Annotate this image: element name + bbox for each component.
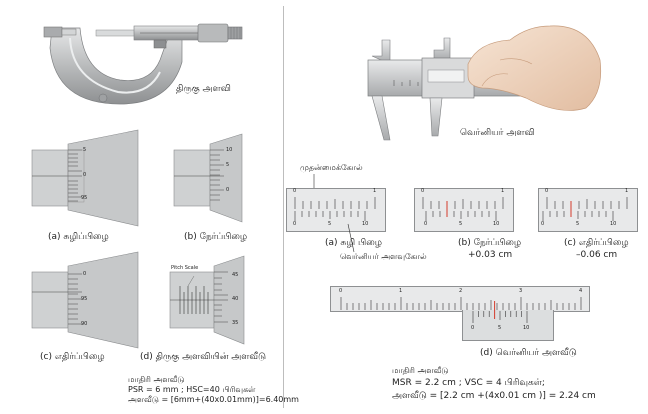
thimble-view-a (31, 129, 139, 227)
thimble-a-tick-mid: 0 (83, 172, 87, 178)
caption-b-positive-error: (b) நேர்ப்பிழை (184, 232, 248, 242)
micrometer-illustration (43, 23, 243, 105)
micrometer-caption: திருகு அளவி (176, 84, 231, 94)
scale-b-vern-5: 5 (459, 221, 463, 227)
scale-c-main-0: 0 (545, 188, 549, 194)
vernier-scale-d-ticks (340, 297, 582, 323)
vernier-caliper-illustration (367, 25, 602, 141)
scale-c-main-1: 1 (625, 188, 629, 194)
thimble-view-d (169, 255, 245, 345)
right-example-line1: MSR = 2.2 cm ; VSC = 4 பிரிவுகள்; (392, 378, 545, 388)
left-example-line1: PSR = 6 mm ; HSC=40 பிரிவுகள் (128, 385, 256, 394)
scale-b-main-1: 1 (501, 188, 505, 194)
left-example-line2: அளவீடு = [6mm+(40x0.01mm)]=6.40mm (128, 395, 299, 404)
vernier-scale-c-ticks (542, 197, 628, 221)
vernier-scale-label: வெர்னியர் அளவுகோல் (340, 252, 427, 261)
caption-vernier-c-value: –0.06 cm (576, 250, 618, 260)
caption-vernier-d: (d) வெர்னியர் அளவீடு (480, 348, 577, 358)
scale-d-vern-10: 10 (523, 325, 530, 331)
scale-d-main-0: 0 (339, 288, 343, 294)
thimble-d-tick-mid: 40 (232, 296, 239, 302)
right-example-title: மாதிரி அளவீடு (392, 366, 449, 375)
scale-d-main-1: 1 (399, 288, 403, 294)
caption-a-zero-error: (a) சுழிப்பிழை (48, 232, 109, 242)
scale-d-main-4: 4 (579, 288, 583, 294)
scale-a-main-1: 1 (373, 188, 377, 194)
caption-d-micrometer-reading: (d) திருகு அளவியின் அளவீடு (140, 352, 267, 362)
caption-vernier-b-value: +0.03 cm (468, 250, 513, 260)
scale-c-vern-5: 5 (576, 221, 580, 227)
thimble-c-tick-top: 0 (83, 271, 87, 277)
caption-c-negative-error: (c) எதிர்ப்பிழை (40, 352, 105, 362)
thimble-a-tick-top: 5 (83, 147, 87, 153)
column-divider (283, 6, 284, 408)
vernier-scale-b (414, 188, 514, 232)
thimble-d-tick-top: 45 (232, 272, 239, 278)
vernier-scale-d-slider (462, 310, 554, 341)
scale-a-vern-10: 10 (362, 221, 369, 227)
scale-d-vern-0: 0 (471, 325, 475, 331)
thimble-view-c (31, 251, 139, 349)
scale-c-vern-0: 0 (541, 221, 545, 227)
scale-a-main-0: 0 (293, 188, 297, 194)
thimble-d-tick-bot: 35 (232, 320, 239, 326)
vernier-scale-a (286, 188, 386, 232)
scale-a-vern-5: 5 (328, 221, 332, 227)
pitch-scale-label: Pitch Scale (171, 265, 199, 271)
scale-b-vern-0: 0 (424, 221, 428, 227)
thimble-b-tick-top: 10 (226, 147, 233, 153)
thimble-view-b (173, 133, 243, 223)
right-example-line2: அளவீடு = [2.2 cm +(4x0.01 cm )] = 2.24 c… (392, 391, 596, 401)
caption-vernier-c: (c) எதிர்ப்பிழை (564, 238, 629, 248)
scale-d-main-3: 3 (519, 288, 523, 294)
vernier-scale-d-main (330, 286, 590, 312)
left-example-title: மாதிரி அளவீடு (128, 375, 185, 384)
vernier-scale-c (538, 188, 638, 232)
caption-vernier-a: (a) சுழி பிழை (325, 238, 382, 248)
caption-vernier-b: (b) நேர்ப்பிழை (458, 238, 522, 248)
vernier-scale-a-ticks (294, 197, 376, 221)
scale-a-vern-0: 0 (293, 221, 297, 227)
thimble-b-tick-bot: 0 (226, 187, 230, 193)
scale-d-vern-5: 5 (498, 325, 502, 331)
main-scale-label: முதன்மைக்கோல் (300, 163, 363, 172)
vernier-scale-b-ticks (422, 197, 504, 221)
thimble-b-tick-mid: 5 (226, 162, 230, 168)
thimble-a-tick-bot: 95 (81, 195, 88, 201)
scale-c-vern-10: 10 (610, 221, 617, 227)
scale-b-main-0: 0 (421, 188, 425, 194)
thimble-c-tick-mid: 95 (81, 296, 88, 302)
scale-b-vern-10: 10 (493, 221, 500, 227)
scale-d-main-2: 2 (459, 288, 463, 294)
thimble-c-tick-bot: 90 (81, 321, 88, 327)
vernier-scale-pointer (347, 223, 355, 253)
caliper-caption: வெர்னியர் அளவி (460, 128, 535, 138)
